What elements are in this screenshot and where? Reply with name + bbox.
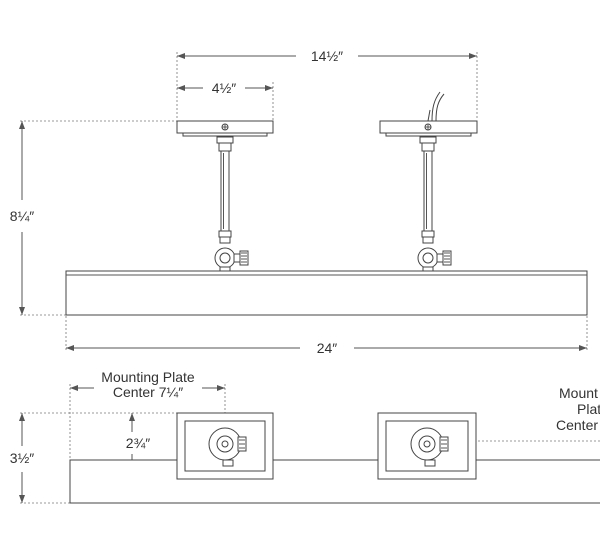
overall-height-label: 8¼″	[10, 208, 34, 224]
dimension-plate-span: 14½″	[176, 48, 478, 120]
left-canopy	[176, 120, 274, 137]
right-mount-label: Mount	[559, 385, 598, 401]
right-center-label: Center	[556, 417, 598, 433]
right-arm	[417, 136, 452, 272]
left-arm	[214, 136, 249, 272]
plate-width-label: 4½″	[212, 80, 236, 96]
right-canopy	[379, 120, 478, 137]
mounting-plate-center-label: Center 7¼″	[113, 384, 183, 400]
shade-bar	[65, 270, 588, 316]
plan-shade	[69, 459, 600, 504]
plate-offset-label: 2¾″	[126, 435, 150, 451]
plan-depth-label: 3½″	[10, 450, 34, 466]
power-cord	[427, 91, 445, 122]
right-plate-label: Plat	[577, 401, 600, 417]
plan-left-plate	[176, 412, 274, 480]
mounting-plate-label: Mounting Plate	[101, 369, 195, 385]
plate-span-label: 14½″	[311, 48, 343, 64]
plan-right-plate	[377, 412, 477, 480]
dimension-overall-height: 8¼″	[10, 120, 177, 316]
dimension-overall-width: 24″	[65, 316, 588, 356]
dimension-plate-center	[69, 384, 226, 460]
overall-width-label: 24″	[317, 340, 338, 356]
plan-view: Mounting Plate Center 7¼″ 3½″	[10, 369, 600, 504]
front-elevation: 14½″ 4½″ 8¼″	[10, 48, 588, 356]
dimension-plate-width: 4½″	[177, 80, 274, 120]
dimension-plan-depth: 3½″	[10, 412, 177, 504]
